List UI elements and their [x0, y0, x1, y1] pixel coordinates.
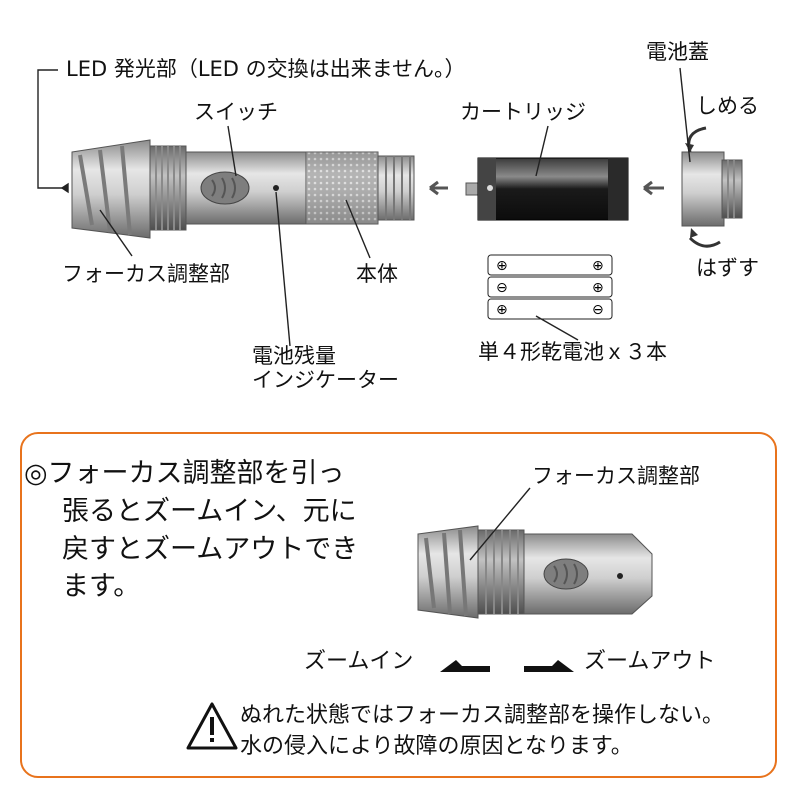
zoom-description: ◎フォーカス調整部を引っ 張るとズームイン、元に 戻すとズームアウトでき ます。	[24, 455, 359, 606]
zoom-in-label: ズームイン	[304, 649, 414, 674]
bottom-focus-leader-line	[469, 487, 531, 561]
flashlight	[71, 139, 415, 239]
aaa-batteries: ⊕ ⊕ ⊖ ⊕ ⊕ ⊖	[487, 254, 613, 320]
svg-text:⊕: ⊕	[592, 258, 604, 274]
remove-arrow	[688, 236, 721, 248]
battery-cap	[681, 126, 743, 248]
body-leader-line	[345, 199, 371, 259]
batteries-leader-line	[535, 315, 579, 341]
body-label: 本体	[356, 262, 398, 286]
zoom-out-label: ズームアウト	[584, 649, 716, 674]
led-label: LED 発光部（LED の交換は出来ません。）	[66, 57, 466, 81]
indicator-leader-line	[275, 191, 291, 347]
svg-text:⊕: ⊕	[496, 258, 508, 274]
flashlight-zoom	[417, 525, 653, 619]
zoom-in-arrow	[440, 660, 490, 672]
switch-label: スイッチ	[194, 100, 278, 124]
indicator-led	[273, 185, 279, 191]
remove-label: はずす	[696, 256, 759, 280]
batteries-label: 単４形乾電池ｘ３本	[478, 340, 667, 364]
focus-label: フォーカス調整部	[62, 262, 230, 286]
cap-leader-line	[679, 67, 691, 163]
switch-leader-line	[227, 125, 237, 177]
battery-indicator-label: 電池残量 インジケーター	[252, 344, 399, 392]
cartridge-label: カートリッジ	[460, 100, 586, 124]
insert-arrow-2	[643, 180, 664, 196]
warning-line-2: 水の侵入により故障の原因となります。	[240, 734, 633, 760]
flashlight-head	[71, 139, 151, 239]
led-leader-line	[37, 69, 68, 189]
cartridge-leader-line	[535, 125, 549, 177]
battery-indicator-label-line2: インジケーター	[252, 368, 399, 393]
battery-cap-label: 電池蓋	[646, 40, 709, 64]
svg-text:⊖: ⊖	[496, 280, 508, 296]
svg-text:⊖: ⊖	[592, 302, 604, 318]
warning-line-1: ぬれた状態ではフォーカス調整部を操作しない。	[240, 703, 725, 728]
tighten-label: しめる	[696, 94, 759, 118]
description-line-1: ◎フォーカス調整部を引っ	[24, 458, 345, 489]
zoom-out-arrow	[524, 660, 574, 672]
insert-arrow-1	[429, 180, 448, 196]
description-line-4: ます。	[62, 571, 141, 603]
zoom-info-box	[20, 432, 777, 778]
description-line-3: 戻すとズームアウトでき	[62, 533, 359, 565]
warning-text: ぬれた状態ではフォーカス調整部を操作しない。 水の侵入により故障の原因となります…	[240, 700, 724, 762]
svg-text:⊕: ⊕	[496, 302, 508, 318]
focus-leader-line	[99, 209, 133, 257]
battery-indicator-label-line1: 電池残量	[252, 344, 336, 368]
svg-text:⊕: ⊕	[592, 280, 604, 296]
warning-icon	[186, 702, 238, 750]
description-line-2: 張るとズームイン、元に	[62, 495, 357, 527]
bottom-focus-label: フォーカス調整部	[532, 464, 700, 488]
battery-cartridge	[465, 157, 629, 221]
